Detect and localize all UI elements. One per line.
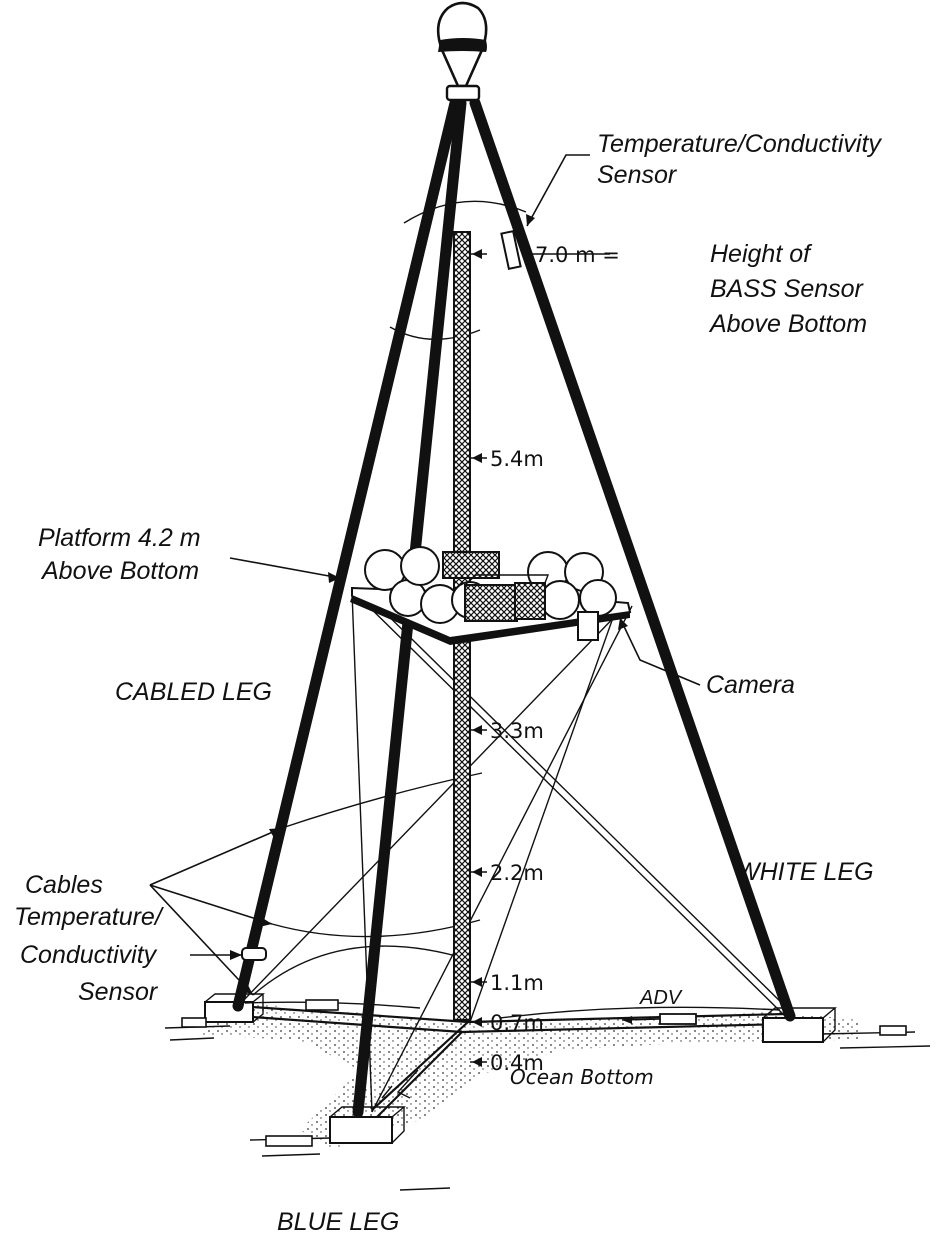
foot-blue-leg bbox=[265, 1106, 406, 1147]
camera-label: Camera bbox=[706, 671, 795, 699]
tc-sensor-bottom-device bbox=[241, 947, 267, 961]
cabled-leg bbox=[232, 97, 461, 1012]
mast-height-label: 5.4m bbox=[490, 447, 544, 471]
mast-height-leaders bbox=[470, 249, 487, 1067]
platform-label-line1: Platform 4.2 m bbox=[38, 524, 201, 552]
tc-bottom-label-line2: Conductivity bbox=[20, 941, 158, 969]
foot-cabled-leg bbox=[181, 993, 265, 1028]
white-leg-label: WHITE LEG bbox=[736, 858, 874, 886]
platform-label-line2: Above Bottom bbox=[40, 557, 199, 585]
white-leg bbox=[469, 97, 796, 1022]
height-label-line3: Above Bottom bbox=[708, 310, 867, 338]
top-float bbox=[436, 1, 488, 102]
blue-leg-label: BLUE LEG bbox=[277, 1208, 399, 1236]
small-bottom-housings bbox=[305, 999, 339, 1011]
tc-top-label-line1: Temperature/Conductivity bbox=[597, 130, 882, 158]
height-label-line1: Height of bbox=[710, 240, 813, 268]
mast-height-label: 0.4m bbox=[490, 1051, 544, 1075]
cables-label: Cables bbox=[25, 871, 103, 899]
mast-height-label: 1.1m bbox=[490, 971, 544, 995]
platform bbox=[350, 546, 632, 645]
adv-device bbox=[621, 1013, 697, 1025]
camera-housing bbox=[577, 611, 599, 641]
cabled-leg-label: CABLED LEG bbox=[115, 678, 272, 706]
height-label-line2: BASS Sensor bbox=[710, 275, 865, 303]
tc-bottom-label-line3: Sensor bbox=[78, 978, 159, 1006]
mast-height-label: 2.2m bbox=[490, 861, 544, 885]
mast-height-label: 3.3m bbox=[490, 719, 544, 743]
foot-white-leg bbox=[762, 1007, 907, 1043]
ocean-bottom-label: Ocean Bottom bbox=[510, 1065, 654, 1089]
tc-sensor-top-device bbox=[500, 229, 522, 271]
tc-top-label-line2: Sensor bbox=[597, 161, 678, 189]
mast-height-label: 0.7m bbox=[490, 1011, 544, 1035]
height-value-label: 7.0 m = bbox=[535, 243, 620, 267]
tc-bottom-label-line1: Temperature/ bbox=[14, 903, 165, 931]
flotation-spheres bbox=[364, 546, 617, 624]
instrument-boxes bbox=[442, 551, 550, 622]
adv-label: ADV bbox=[639, 987, 683, 1009]
leader-lines bbox=[149, 154, 701, 996]
